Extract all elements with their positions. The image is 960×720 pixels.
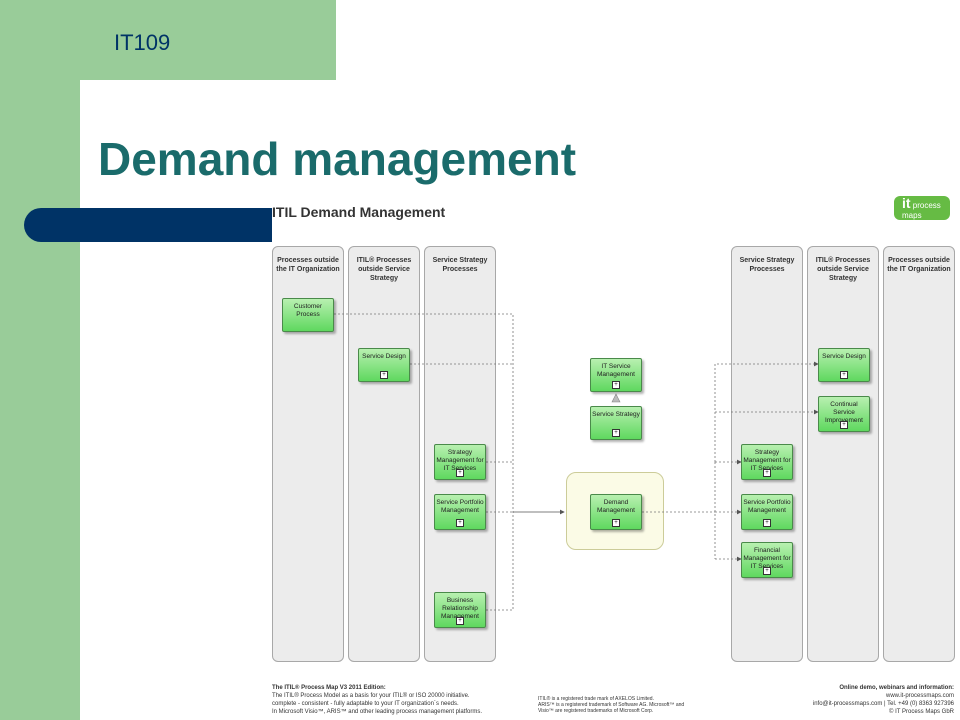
expand-icon[interactable]: + [763, 469, 771, 477]
box-label: Service Strategy [592, 411, 640, 418]
service-strategy-box[interactable]: Service Strategy + [590, 406, 642, 440]
itil-diagram: ITIL Demand Management it process maps P… [268, 196, 958, 720]
box-label: Financial Management for IT Services [743, 547, 791, 570]
footer-left-line: complete - consistent - fully adaptable … [272, 701, 459, 707]
slide-title: Demand management [98, 133, 577, 185]
flow-connectors [334, 313, 819, 611]
logo-process: process [912, 201, 941, 210]
expand-icon[interactable]: + [763, 567, 771, 575]
connector-brm [486, 512, 514, 611]
lane-label: ITIL® Processes outside Service Strategy [356, 257, 412, 282]
lane-label: ITIL® Processes outside Service Strategy [815, 257, 871, 282]
footer-right: Online demo, webinars and information: w… [813, 684, 954, 716]
lane-label: Service Strategy Processes [432, 257, 488, 273]
connector-service-design-right [714, 361, 819, 462]
lane-outside-it-right: Processes outside the IT Organization [883, 246, 955, 662]
footer-left-line: In Microsoft Visio™, ARIS™ and other lea… [272, 709, 482, 715]
box-label: Business Relationship Management [441, 597, 479, 620]
footer-middle: ITIL® is a registered trade mark of AXEL… [538, 696, 684, 714]
portfolio-left-box[interactable]: Service Portfolio Management + [434, 494, 486, 530]
box-label: Demand Management [597, 499, 635, 514]
box-label: IT Service Management [597, 363, 635, 378]
box-label: Continual Service Improvement [825, 401, 863, 424]
expand-icon[interactable]: + [456, 519, 464, 527]
expand-icon[interactable]: + [380, 371, 388, 379]
footer-mid-line: ARIS™ is a registered trademark of Softw… [538, 702, 685, 708]
lane-label: Service Strategy Processes [739, 257, 795, 273]
lane-itil-outside-right: ITIL® Processes outside Service Strategy [807, 246, 879, 662]
box-label: Customer Process [293, 303, 323, 318]
strategy-mgmt-left-box[interactable]: Strategy Management for IT Services + [434, 444, 486, 480]
footer-left-title: The ITIL® Process Map V3 2011 Edition: [272, 685, 386, 691]
course-code: IT109 [114, 30, 171, 55]
expand-icon[interactable]: + [612, 519, 620, 527]
it-service-management-box[interactable]: IT Service Management + [590, 358, 642, 392]
connector-customer [334, 313, 514, 512]
demand-management-box[interactable]: Demand Management + [590, 494, 642, 530]
footer-mid-line: Visio™ are registered trademarks of Micr… [538, 708, 654, 714]
financial-management-box[interactable]: Financial Management for IT Services + [741, 542, 793, 578]
expand-icon[interactable]: + [840, 421, 848, 429]
box-label: Strategy Management for IT Services [743, 449, 791, 472]
lane-label: Processes outside the IT Organization [887, 257, 951, 273]
expand-icon[interactable]: + [456, 469, 464, 477]
top-green-band [0, 0, 336, 80]
footer-right-title: Online demo, webinars and information: [839, 685, 954, 691]
expand-icon[interactable]: + [840, 371, 848, 379]
triangle-icon [611, 393, 621, 403]
service-design-right-box[interactable]: Service Design + [818, 348, 870, 382]
footer-left: The ITIL® Process Map V3 2011 Edition: T… [272, 684, 482, 716]
footer-right-line: © IT Process Maps GbR [889, 709, 954, 715]
csi-box[interactable]: Continual Service Improvement + [818, 396, 870, 432]
it-process-maps-logo: it process maps [894, 196, 950, 220]
box-label: Service Design [362, 353, 406, 360]
lane-label: Processes outside the IT Organization [276, 257, 340, 273]
portfolio-right-box[interactable]: Service Portfolio Management + [741, 494, 793, 530]
left-green-band [0, 0, 80, 720]
footer-mid-line: ITIL® is a registered trade mark of AXEL… [538, 696, 654, 702]
logo-it: it [902, 195, 911, 211]
footer-right-line[interactable]: www.it-processmaps.com [885, 693, 954, 699]
strategy-mgmt-right-box[interactable]: Strategy Management for IT Services + [741, 444, 793, 480]
box-label: Service Design [822, 353, 866, 360]
expand-icon[interactable]: + [612, 429, 620, 437]
lane-itil-outside-left: ITIL® Processes outside Service Strategy [348, 246, 420, 662]
title-underline-bar [24, 208, 272, 242]
brm-box[interactable]: Business Relationship Management + [434, 592, 486, 628]
footer-left-line: The ITIL® Process Model as a basis for y… [272, 693, 470, 699]
expand-icon[interactable]: + [763, 519, 771, 527]
service-design-left-box[interactable]: Service Design + [358, 348, 410, 382]
customer-process-box[interactable]: Customer Process [282, 298, 334, 332]
logo-maps: maps [902, 211, 922, 220]
expand-icon[interactable]: + [456, 617, 464, 625]
box-label: Service Portfolio Management [436, 499, 484, 514]
footer-right-line[interactable]: info@it-processmaps.com | Tel. +49 (0) 8… [812, 701, 954, 707]
expand-icon[interactable]: + [612, 381, 620, 389]
box-label: Strategy Management for IT Services [436, 449, 484, 472]
diagram-title: ITIL Demand Management [272, 204, 446, 220]
box-label: Service Portfolio Management [743, 499, 791, 514]
